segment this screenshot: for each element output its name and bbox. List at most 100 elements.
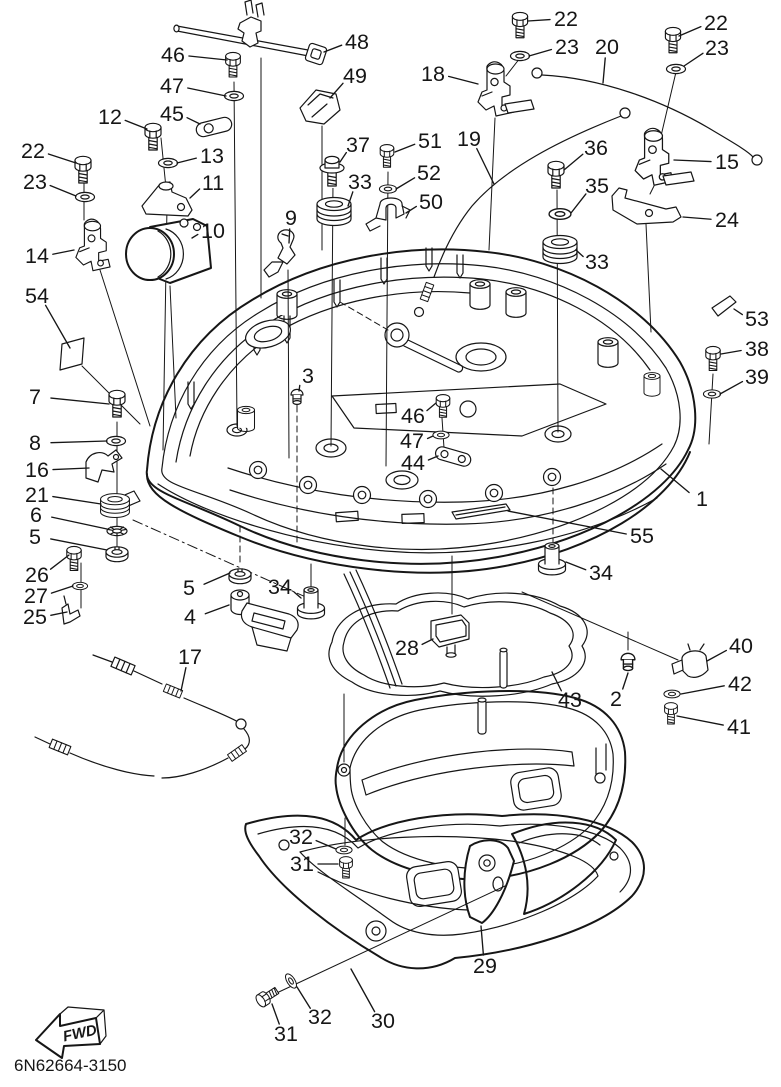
- callout-4: 4: [184, 605, 196, 629]
- callout-33: 33: [348, 170, 372, 194]
- grommet-33-right: [542, 234, 578, 265]
- callout-1: 1: [696, 487, 708, 511]
- lock-washer-6: [106, 525, 128, 537]
- clip-49: [299, 89, 341, 125]
- callout-leader-27: [50, 585, 74, 594]
- main-cowling-pan: [145, 248, 697, 574]
- callout-11: 11: [202, 171, 224, 195]
- link-44: [434, 446, 472, 467]
- callout-24: 24: [715, 208, 739, 232]
- bolt-22-mid: [511, 11, 529, 39]
- callout-leader-47: [187, 87, 227, 97]
- washer-47-mid: [432, 430, 450, 440]
- tag-53: [711, 295, 737, 317]
- callout-23: 23: [555, 35, 579, 59]
- bushing-34-left: [296, 586, 326, 620]
- callout-leader-4: [204, 604, 230, 615]
- callout-7: 7: [29, 385, 41, 409]
- callout-39: 39: [745, 365, 769, 389]
- mid-tray-cowl-top: [334, 690, 627, 881]
- callout-47: 47: [160, 74, 184, 98]
- bolt-41: [664, 702, 678, 725]
- callout-leader-13: [176, 157, 197, 164]
- callout-36: 36: [584, 136, 608, 160]
- callout-leader-53: [733, 308, 744, 316]
- callout-leader-51: [394, 143, 416, 153]
- callout-22: 22: [554, 7, 578, 31]
- washer-13: [157, 157, 179, 169]
- washer-52: [378, 184, 398, 194]
- callout-leader-15: [673, 159, 712, 163]
- bolt-46-mid: [435, 394, 451, 418]
- callout-43: 43: [558, 688, 582, 712]
- bolt-22-left: [74, 155, 92, 184]
- solenoid-10: [125, 218, 212, 284]
- callout-23: 23: [23, 170, 47, 194]
- callout-13: 13: [200, 144, 224, 168]
- callout-leader-2: [622, 672, 629, 690]
- callout-46: 46: [401, 404, 425, 428]
- washer-8: [105, 435, 127, 447]
- pan-boss: [597, 337, 619, 368]
- callout-31: 31: [290, 852, 314, 876]
- cable-19: [413, 107, 631, 318]
- callout-leader-37: [339, 151, 348, 163]
- callout-leader-10: [191, 233, 199, 239]
- alignment-lines: [80, 57, 714, 999]
- callout-19: 19: [457, 127, 481, 151]
- callout-leader-8: [50, 440, 108, 444]
- callout-14: 14: [25, 244, 49, 268]
- callout-30: 30: [371, 1009, 395, 1033]
- pan-boss: [505, 287, 527, 318]
- callout-28: 28: [395, 636, 419, 660]
- callout-23: 23: [705, 36, 729, 60]
- callout-leader-11: [189, 188, 201, 199]
- callout-8: 8: [29, 431, 41, 455]
- callout-leader-22: [678, 25, 702, 37]
- callout-leader-52: [395, 177, 416, 190]
- washer-23-left: [74, 191, 96, 203]
- callout-leader-26: [49, 554, 70, 570]
- callout-leader-33: [347, 191, 354, 207]
- washer-35: [548, 208, 572, 220]
- callout-leader-24: [682, 216, 712, 220]
- callout-leader-41: [676, 715, 724, 726]
- callout-40: 40: [729, 634, 753, 658]
- part-code: 6N62664-3150: [14, 1056, 126, 1075]
- grommet-5-left: [105, 546, 129, 563]
- callout-leader-9: [288, 228, 291, 244]
- callout-47: 47: [400, 429, 424, 453]
- callout-leader-39: [719, 380, 744, 395]
- callout-22: 22: [21, 139, 45, 163]
- callout-leader-14: [52, 249, 75, 255]
- bolt-26: [66, 545, 82, 572]
- callout-leader-34: [565, 561, 587, 571]
- callout-26: 26: [25, 563, 49, 587]
- washer-23-mid: [509, 50, 531, 62]
- callout-21: 21: [25, 483, 49, 507]
- washer-39: [702, 389, 722, 399]
- bracket-24: [611, 187, 682, 225]
- bracket-15-foot: [662, 171, 695, 186]
- bracket-11: [141, 181, 193, 217]
- callout-leader-20: [602, 57, 606, 84]
- plug-3: [290, 388, 304, 405]
- callout-12: 12: [98, 105, 122, 129]
- callout-leader-18: [447, 75, 479, 85]
- callout-18: 18: [421, 62, 445, 86]
- callout-leader-7: [50, 397, 110, 405]
- callout-leader-49: [329, 82, 344, 99]
- callout-41: 41: [727, 715, 751, 739]
- grommet-5-right: [228, 568, 252, 585]
- callout-leader-3: [298, 384, 301, 392]
- callout-6: 6: [30, 503, 42, 527]
- callout-44: 44: [401, 451, 425, 475]
- bolt-46-top: [225, 51, 241, 78]
- callout-5: 5: [29, 525, 41, 549]
- fwd-label: FWD: [61, 1022, 98, 1046]
- bolt-7: [108, 389, 126, 418]
- cable-20: [531, 67, 763, 166]
